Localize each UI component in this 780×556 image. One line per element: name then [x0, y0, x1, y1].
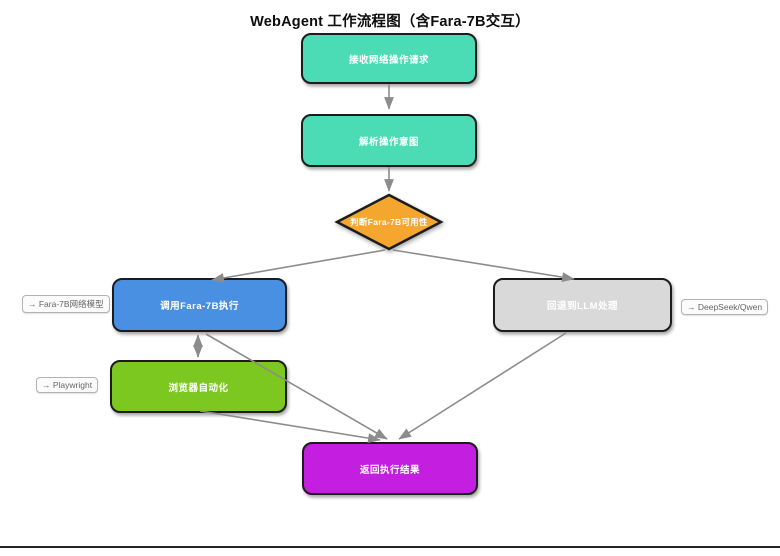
node-parse-intent: 解析操作意图 [301, 114, 477, 167]
edge-decision-to-fallback [392, 249, 575, 282]
annotation-playwright: → Playwright [36, 377, 99, 393]
node-receive-request-label: 接收网络操作请求 [348, 54, 429, 66]
node-return-result: 返回执行结果 [302, 442, 478, 495]
node-parse-intent-label: 解析操作意图 [358, 136, 419, 148]
node-receive-request: 接收网络操作请求 [301, 33, 477, 84]
node-call-fara-label: 调用Fara-7B执行 [160, 301, 239, 312]
node-llm-fallback-label: 回退到LLM处理 [546, 301, 619, 312]
node-decision-fara-availability: 判断Fara-7B可用性 [334, 193, 444, 251]
edge-fallback-to-result [398, 332, 567, 440]
annotation-deepseek-qwen: → DeepSeek/Qwen [681, 299, 769, 315]
edge-browser-to-result [199, 410, 381, 443]
node-decision-label: 判断Fara-7B可用性 [350, 217, 428, 227]
diagram-title: WebAgent 工作流程图（含Fara-7B交互） [250, 14, 530, 30]
node-call-fara: 调用Fara-7B执行 [112, 278, 287, 332]
decision-diamond-shape [334, 193, 444, 251]
edge-decision-to-call-fara [211, 249, 386, 283]
node-return-result-label: 返回执行结果 [359, 464, 420, 476]
node-llm-fallback: 回退到LLM处理 [493, 278, 672, 332]
bottom-separator-line [0, 546, 780, 548]
annotation-fara-network-model: → Fara-7B网络模型 [22, 295, 110, 313]
node-browser-automation: 浏览器自动化 [110, 360, 287, 413]
node-browser-automation-label: 浏览器自动化 [168, 382, 229, 394]
